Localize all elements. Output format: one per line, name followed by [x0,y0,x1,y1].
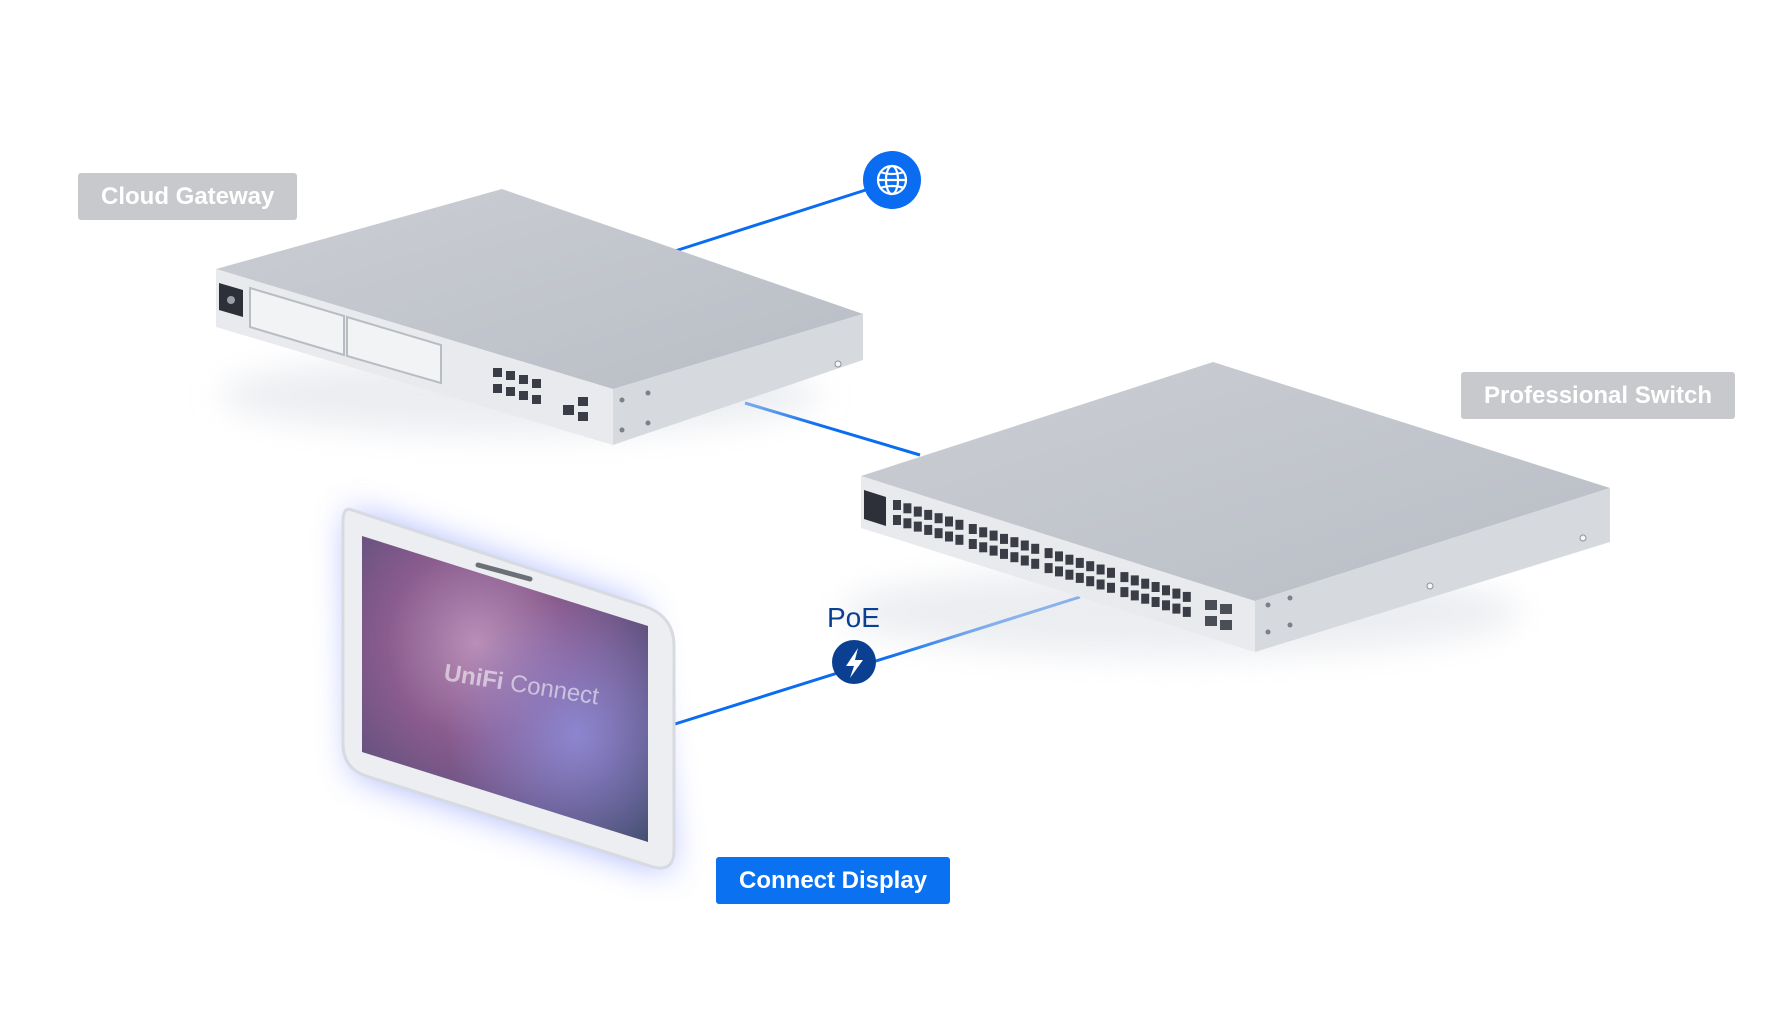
switch-port [913,521,922,532]
cloud-gateway-device [216,189,863,445]
switch-port [1044,563,1053,574]
switch-port [934,513,943,524]
cloud-gateway-label: Cloud Gateway [78,173,298,220]
switch-port [903,503,912,514]
switch-port [945,531,953,542]
switch-port [1141,578,1150,589]
switch-port [1031,558,1040,569]
switch-sfp-port [1220,604,1232,614]
switch-port [1096,564,1105,575]
switch-port [1107,582,1115,593]
switch-port [1031,543,1040,554]
switch-port [989,545,998,556]
connect-display-device: UniFi Connect [341,507,676,870]
switch-port [1162,585,1170,596]
connect-display-label: Connect Display [716,857,951,904]
switch-sfp-port [1205,616,1217,626]
switch-port [1055,566,1063,577]
switch-port [1162,600,1170,611]
switch-port [1107,567,1115,578]
poe-label: PoE [827,602,880,633]
switch-port [979,542,988,553]
switch-port [1130,590,1139,601]
switch-sfp-port [1205,600,1217,610]
lightning-bolt-icon [846,648,863,678]
professional-switch-label: Professional Switch [1461,372,1736,419]
switch-port [1055,551,1063,562]
switch-port [968,524,977,534]
switch-port [924,509,933,520]
switch-port [893,500,901,510]
switch-port [1000,548,1008,559]
globe-icon [876,164,908,196]
switch-port [1086,576,1095,587]
switch-port [1141,593,1150,604]
switch-port [955,534,964,545]
switch-port [1182,606,1191,617]
switch-port [1065,569,1074,580]
switch-port [1044,548,1053,559]
switch-port [1010,552,1019,563]
internet-node[interactable] [863,151,921,209]
switch-port [1120,572,1129,583]
poe-badge [832,640,876,684]
switch-port [1075,572,1084,583]
gateway-internet-link [674,185,876,253]
switch-port [903,518,912,529]
switch-port [893,515,901,525]
switch-port [1151,597,1160,607]
switch-port [1130,575,1139,586]
switch-port [1020,555,1029,566]
switch-port [1096,579,1105,590]
switch-sfp-port [1220,620,1232,630]
switch-port [924,524,933,535]
professional-switch-device [840,362,1610,656]
switch-port [1120,587,1129,598]
switch-port [1086,561,1095,572]
switch-port [979,527,988,538]
switch-port [1182,591,1191,602]
switch-port [913,506,922,517]
switch-port [934,528,943,539]
switch-port [1065,554,1074,565]
switch-port [1020,540,1029,551]
switch-port [1010,537,1019,548]
switch-port [1075,557,1084,568]
switch-port [1172,588,1181,599]
switch-port-grid [893,500,1232,630]
switch-port [1172,603,1181,614]
switch-port [1000,533,1008,544]
switch-port [1151,582,1160,592]
switch-port [945,516,953,527]
switch-port [968,539,977,549]
switch-port [989,530,998,541]
switch-port [955,519,964,530]
